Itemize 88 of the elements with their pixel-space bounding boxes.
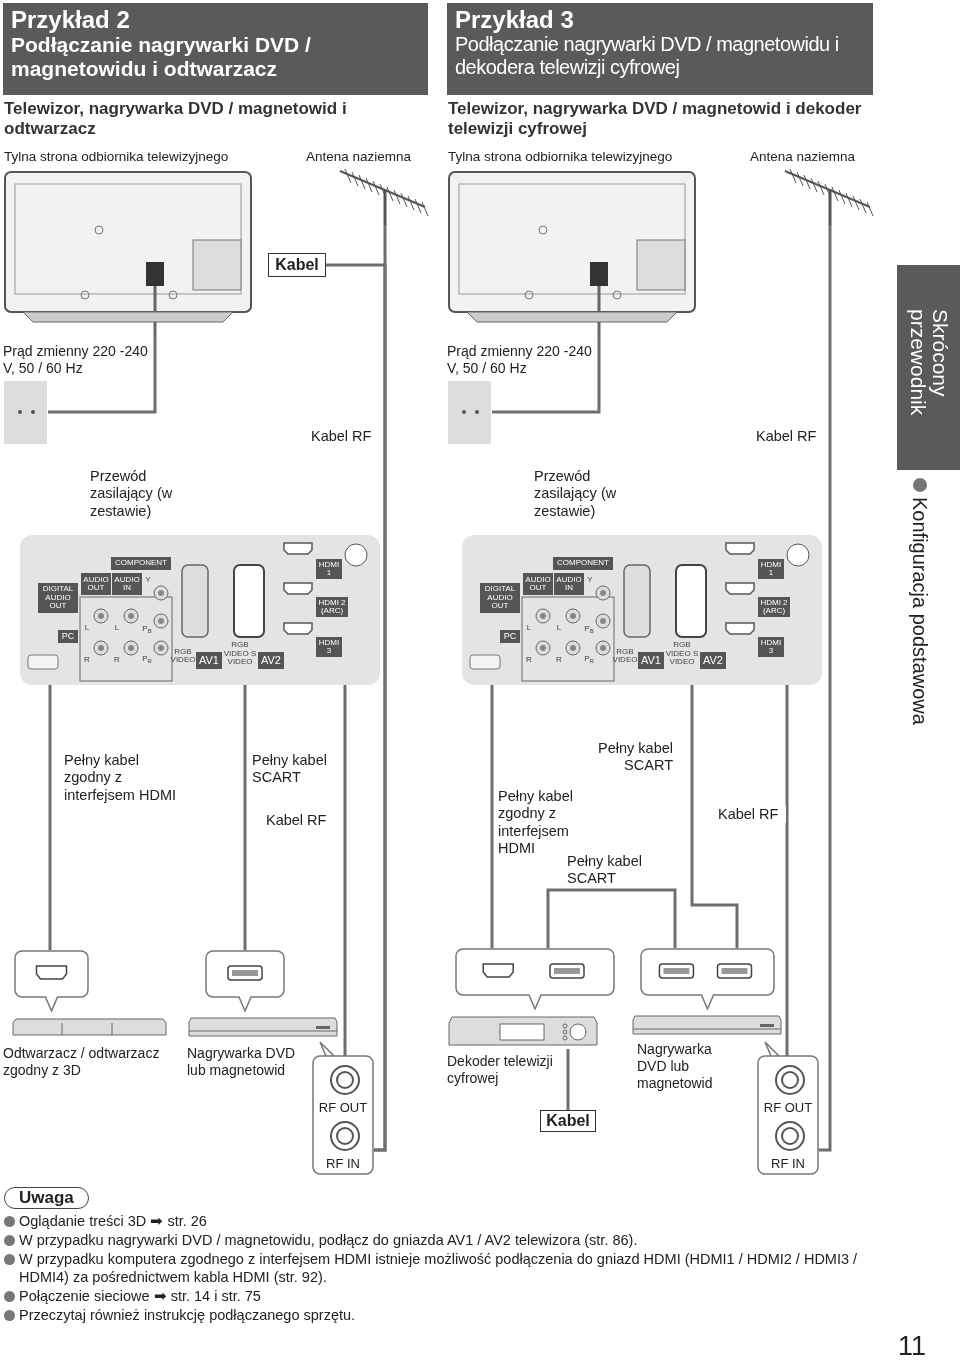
caption-text: Nagrywarka DVD lub magnetowid: [637, 1041, 714, 1092]
port-label: RF OUT: [317, 1099, 369, 1117]
port-label: R: [83, 655, 91, 666]
port-label: COMPONENT: [553, 557, 613, 570]
note-text: Oglądanie treści 3D ➡ str. 26: [19, 1212, 207, 1230]
port-label: AUDIO IN: [554, 573, 584, 595]
port-label: DIGITAL AUDIO OUT: [38, 583, 78, 613]
port-label: HDMI 1: [758, 559, 784, 579]
section-tab: [897, 265, 960, 470]
port-label: RGB VIDEO S VIDEO: [665, 639, 699, 669]
port-label: L: [555, 623, 563, 634]
port-label: PC: [500, 630, 520, 643]
edge-label: Kabel RF: [718, 806, 786, 824]
cable-tag: Kabel: [540, 1110, 596, 1132]
port-label: PC: [58, 630, 78, 643]
port-label: RGB VIDEO: [170, 645, 196, 666]
port-label: R: [113, 655, 121, 666]
section-label: Konfiguracja podstawowa: [910, 497, 930, 725]
heading-subtitle: Podłączanie nagrywarki DVD / magnetowidu i dekodera telewizji cyfrowej: [455, 33, 840, 79]
port-label: DIGITAL AUDIO OUT: [480, 583, 520, 613]
port-label: L: [525, 623, 533, 634]
port-label: AUDIO OUT: [81, 573, 111, 595]
heading-band: [3, 3, 428, 95]
caption-text: Tylna strona odbiornika telewizyjnego: [4, 149, 230, 166]
port-label: HDMI 2 (ARC): [316, 597, 348, 617]
caption-text: Dekoder telewizji cyfrowej: [447, 1053, 554, 1087]
subheading: Telewizor, nagrywarka DVD / magnetowid i dekoder telewizji cyfrowej: [448, 99, 863, 139]
port-label: AUDIO OUT: [523, 573, 553, 595]
cable-line: [48, 335, 157, 414]
port-label: HDMI 1: [316, 559, 342, 579]
port-label: RGB VIDEO S VIDEO: [223, 639, 257, 669]
cable-line: [546, 888, 677, 948]
caption-text: Odtwarzacz / odtwarzacz zgodny z 3D: [3, 1045, 161, 1079]
connector-panel: [20, 535, 380, 685]
rf-port-callout: [312, 1040, 374, 1176]
port-label: L: [113, 623, 121, 634]
cable-line: [566, 1049, 570, 1110]
cable-line: [785, 685, 789, 1056]
tab-label: Skrócony przewodnik: [906, 308, 951, 417]
port-label: AV2: [258, 652, 284, 669]
caption-text: Antena naziemna: [750, 149, 857, 166]
port-label: AUDIO IN: [112, 573, 142, 595]
cable-line: [492, 335, 601, 414]
port-label: COMPONENT: [111, 557, 171, 570]
caption-text: Antena naziemna: [306, 149, 413, 166]
port-label: AV1: [196, 652, 222, 669]
port-label: RGB VIDEO: [612, 645, 638, 666]
connector-panel: [462, 535, 822, 685]
port-label: P$_{R}$: [142, 653, 152, 666]
cable-line: [490, 685, 494, 948]
cable-line: [819, 225, 832, 1152]
port-label: Y: [586, 575, 594, 586]
port-label: AV1: [638, 652, 664, 669]
heading-title: Przykład 3: [455, 7, 575, 34]
port-label: P$_{R}$: [584, 653, 594, 666]
port-label: L: [83, 623, 91, 634]
port-label: P$_{B}$: [142, 623, 152, 636]
heading-band: [447, 3, 873, 95]
subheading: Telewizor, nagrywarka DVD / magnetowid i odtwarzacz: [4, 99, 348, 139]
page-number: 11: [898, 1330, 927, 1363]
note-text: W przypadku nagrywarki DVD / magnetowidu, podłącz do gniazda AV1 / AV2 telewizora (str. 86).: [19, 1231, 638, 1249]
cable-line: [243, 685, 247, 950]
cable-tag: Kabel: [268, 253, 326, 277]
port-label: R: [525, 655, 533, 666]
note-text: Przeczytaj również instrukcję podłączanego sprzętu.: [19, 1306, 356, 1324]
port-label: HDMI 3: [316, 637, 342, 657]
cable-line: [343, 685, 347, 1056]
port-label: R: [555, 655, 563, 666]
cable-line: [326, 263, 387, 1152]
caption-text: Prąd zmienny 220 -240 V, 50 / 60 Hz: [3, 343, 148, 377]
caption-text: Tylna strona odbiornika telewizyjnego: [448, 149, 674, 166]
note-text: Połączenie sieciowe ➡ str. 14 i str. 75: [19, 1287, 261, 1305]
rf-port-callout: [757, 1040, 819, 1176]
cable-line: [48, 685, 52, 950]
port-label: RF IN: [770, 1155, 806, 1173]
port-label: HDMI 3: [758, 637, 784, 657]
port-label: RF IN: [325, 1155, 361, 1173]
port-label: RF OUT: [762, 1099, 814, 1117]
port-label: Y: [144, 575, 152, 586]
heading-title: Przykład 2: [11, 7, 131, 34]
note-text: W przypadku komputera zgodnego z interfejsem HDMI istnieje możliwość podłączenia do gniazd HDMI (HDMI1 / HDMI2 / HDMI3 / HDMI4) za pośrednictwem kabla HDMI (str. 92).: [19, 1250, 859, 1286]
port-label: HDMI 2 (ARC): [758, 597, 790, 617]
heading-subtitle: Podłączanie nagrywarki DVD / magnetowidu i odtwarzacz: [11, 33, 312, 81]
caption-text: Prąd zmienny 220 -240 V, 50 / 60 Hz: [447, 343, 592, 377]
port-label: AV2: [700, 652, 726, 669]
caption-text: Nagrywarka DVD lub magnetowid: [187, 1045, 297, 1079]
port-label: P$_{B}$: [584, 623, 594, 636]
cable-line: [690, 685, 739, 948]
